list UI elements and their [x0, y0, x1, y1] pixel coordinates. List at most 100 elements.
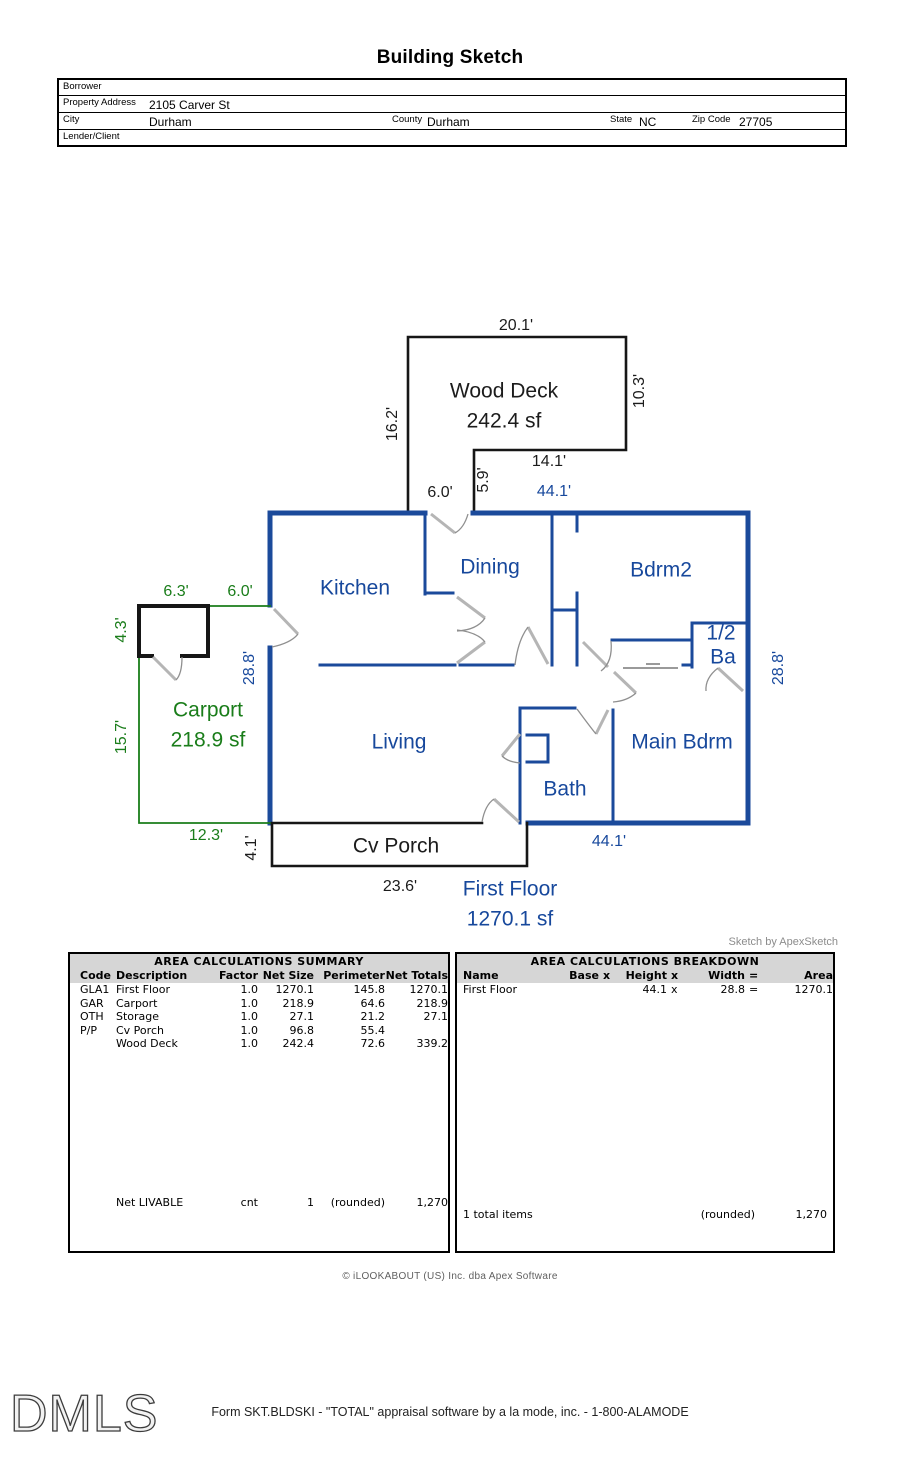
- ilookabout-credit: © iLOOKABOUT (US) Inc. dba Apex Software: [342, 1271, 558, 1282]
- cell-net-totals: 1270.1: [409, 983, 449, 996]
- cell-net-size: 27.1: [289, 1010, 315, 1023]
- cell-net-size: 242.4: [282, 1037, 315, 1050]
- cell-code: P/P: [80, 1023, 97, 1037]
- carport-label: Carport: [173, 699, 243, 722]
- summary-table-title: AREA CALCULATIONS SUMMARY: [70, 954, 448, 969]
- summary-row-gla1: GLA1 First Floor 1.0 1270.1 145.8 1270.1: [70, 983, 448, 997]
- cell-desc: Carport: [116, 996, 158, 1010]
- summary-row-pp: P/P Cv Porch 1.0 96.8 55.4: [70, 1024, 448, 1038]
- borrower-label: Borrower: [63, 81, 102, 92]
- col-x2: x: [671, 969, 679, 982]
- first-floor-exterior-walls: [267, 510, 751, 826]
- dmls-watermark: DMLS: [9, 1384, 159, 1443]
- state-label: State: [610, 114, 633, 125]
- cell-net-totals: [385, 1024, 448, 1038]
- dim-deck-right: 10.3': [631, 374, 648, 408]
- col-x1: x: [603, 969, 611, 982]
- cell-net-size: 1270.1: [275, 983, 315, 996]
- dim-deck-inner-height: 5.9': [475, 467, 492, 492]
- net-livable-label: Net LIVABLE: [116, 1196, 184, 1209]
- cell-net-totals: 218.9: [416, 996, 449, 1010]
- area-calculations-breakdown-table: AREA CALCULATIONS BREAKDOWN Name Base x …: [455, 952, 835, 1253]
- cv-porch-outline: [270, 821, 529, 868]
- dim-main-bottom: 44.1': [592, 833, 626, 850]
- total-rounded-label: (rounded): [700, 1208, 755, 1221]
- summary-row-oth: OTH Storage 1.0 27.1 21.2 27.1: [70, 1010, 448, 1024]
- net-livable-unit: cnt: [240, 1196, 258, 1209]
- cell-name: First Floor: [463, 983, 518, 996]
- cell-net-totals: 27.1: [423, 1010, 449, 1023]
- cell-factor: 1.0: [240, 996, 259, 1010]
- cell-base: [557, 983, 599, 997]
- cell-code: OTH: [80, 1010, 104, 1023]
- dim-storage-width: 6.3': [163, 583, 188, 600]
- page-title: Building Sketch: [376, 47, 524, 68]
- col-net-size: Net Size: [262, 969, 314, 982]
- lender-client-label: Lender/Client: [63, 131, 120, 142]
- net-livable-count: 1: [307, 1196, 314, 1209]
- lender-client-row: Lender/Client: [59, 130, 845, 145]
- half-ba-label-line2: Ba: [710, 646, 736, 669]
- borrower-row: Borrower: [59, 80, 845, 96]
- floor-plan-sketch: Wood Deck 242.4 sf 20.1' 16.2' 10.3' 14.…: [113, 317, 787, 930]
- dim-deck-top: 20.1': [499, 317, 533, 334]
- door-symbols: [151, 512, 745, 824]
- form-footer-line: Form SKT.BLDSKI - "TOTAL" appraisal soft…: [211, 1405, 689, 1419]
- dim-storage-gap: 6.0': [227, 583, 252, 600]
- dim-deck-inner-width: 14.1': [532, 453, 566, 470]
- breakdown-row-first-floor: First Floor 44.1 x 28.8 = 1270.1: [457, 983, 833, 997]
- col-area: Area: [804, 969, 833, 982]
- cell-x1: [599, 983, 613, 997]
- col-width: Width: [708, 969, 745, 982]
- carport-area-label: 218.9 sf: [171, 729, 246, 752]
- storage-outline: [137, 604, 210, 658]
- breakdown-table-title: AREA CALCULATIONS BREAKDOWN: [457, 954, 833, 969]
- cell-factor: 1.0: [240, 1010, 259, 1023]
- cell-eq: =: [749, 983, 759, 996]
- cell-net-totals: 339.2: [416, 1037, 449, 1050]
- state-field[interactable]: NC: [639, 115, 657, 129]
- zip-code-field[interactable]: 27705: [739, 115, 773, 129]
- main-bdrm-label: Main Bdrm: [631, 731, 733, 754]
- cell-desc: Cv Porch: [116, 1023, 164, 1037]
- cell-code: GLA1: [80, 983, 110, 996]
- cv-porch-label: Cv Porch: [353, 835, 439, 858]
- cell-height: 44.1: [642, 983, 668, 996]
- wood-deck-area-label: 242.4 sf: [467, 410, 542, 433]
- total-value: 1,270: [795, 1208, 828, 1221]
- col-code: Code: [80, 969, 111, 982]
- first-floor-label: First Floor: [463, 878, 558, 901]
- net-livable-total: 1,270: [416, 1196, 449, 1209]
- net-livable-rounded: (rounded): [330, 1196, 385, 1209]
- col-factor: Factor: [218, 969, 258, 982]
- property-address-field[interactable]: 2105 Carver St: [149, 98, 230, 112]
- kitchen-label: Kitchen: [320, 577, 390, 600]
- living-label: Living: [372, 731, 427, 754]
- net-livable-row: Net LIVABLE cnt 1 (rounded) 1,270: [70, 1196, 448, 1210]
- city-county-state-zip-row: City Durham County Durham State NC Zip C…: [59, 113, 845, 130]
- cell-desc: First Floor: [116, 983, 171, 996]
- zip-code-label: Zip Code: [692, 114, 731, 125]
- cell-desc: Storage: [116, 1010, 160, 1023]
- col-base: Base: [569, 969, 599, 982]
- county-label: County: [392, 114, 423, 125]
- dim-porch-left: 4.1': [243, 835, 260, 860]
- summary-row-wood-deck: Wood Deck 1.0 242.4 72.6 339.2: [70, 1037, 448, 1051]
- col-eq: =: [749, 969, 759, 982]
- breakdown-totals-row: 1 total items (rounded) 1,270: [457, 1208, 833, 1222]
- city-field[interactable]: Durham: [149, 115, 192, 129]
- col-description: Description: [116, 969, 188, 982]
- closet-rod: [623, 663, 678, 669]
- dim-deck-left: 16.2': [384, 407, 401, 441]
- area-calculations-summary-table: AREA CALCULATIONS SUMMARY Code Descripti…: [68, 952, 450, 1253]
- county-field[interactable]: Durham: [427, 115, 470, 129]
- wood-deck-label: Wood Deck: [450, 380, 559, 403]
- carport-outline: [138, 605, 271, 824]
- bath-label: Bath: [543, 778, 586, 801]
- breakdown-table-header: Name Base x Height x Width = Area: [457, 969, 833, 983]
- dim-carport-left: 15.7': [113, 720, 130, 754]
- cell-width: 28.8: [720, 983, 746, 996]
- cell-x2: x: [671, 983, 678, 996]
- dim-main-top: 44.1': [537, 483, 571, 500]
